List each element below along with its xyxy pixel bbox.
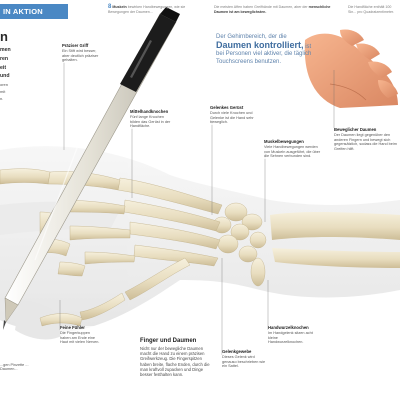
- stat-text: Die Handfläche enthält 100 Sin...: [348, 5, 392, 14]
- callout-body: Viele Handbewegungen werden von Muskeln …: [264, 145, 321, 159]
- intro-small-line: mit: [0, 89, 6, 95]
- callout-metacarpals: Mittelhandknochen Fünf lange Knochen bil…: [130, 109, 172, 129]
- callout-body: Durch viele Knochen und Gelenke ist die …: [210, 111, 254, 125]
- intro-line: ren: [0, 55, 9, 62]
- intro-line: und: [0, 73, 10, 80]
- quote-prefix: Der Gehirnbereich, der die: [216, 34, 287, 40]
- callout-body: ...gen Pinzette ... Daumen...: [0, 362, 29, 372]
- callout-title: Mittelhandknochen: [130, 109, 169, 114]
- callout-carpal-bones: Handwurzelknochen Im Handgelenk sitzen a…: [268, 325, 314, 345]
- callout-joint-tissue: Gelenkgewebe Dieses Gelenk wird genauso …: [222, 349, 266, 369]
- stat-tail: pro Quadratzentimeter.: [357, 9, 394, 14]
- callout-title: Muskelbewegungen: [264, 139, 304, 144]
- feature-title: Finger und Daumen: [140, 338, 197, 344]
- pen-illustration: [3, 7, 180, 330]
- stat-muscles: 8Muskeln bewirken Handbewegungen, wie si…: [108, 4, 192, 14]
- page-header: IN AKTION 8Muskeln bewirken Handbewegung…: [0, 0, 400, 22]
- callout-body: Dieses Gelenk wird genauso beschrieben w…: [222, 355, 266, 369]
- feature-body: Nicht nur der bewegliche Daumen macht di…: [140, 346, 210, 378]
- feature-fingers-thumb: Finger und Daumen Nicht nur der beweglic…: [140, 338, 212, 377]
- metacarpal-bones: [117, 177, 223, 267]
- stat-number: 8: [108, 4, 112, 10]
- callout-muscle-movements: Muskelbewegungen Viele Handbewegungen we…: [264, 139, 322, 159]
- stat-lead: Muskeln: [112, 5, 127, 9]
- callout-bottom-left: ...gen Pinzette ... Daumen...: [0, 362, 34, 372]
- callout-title: Gelenkes Gerüst: [210, 105, 244, 110]
- pull-quote: Der Gehirnbereich, der die Daumen kontro…: [216, 34, 312, 66]
- intro-text: n men ren eit und oren mit n.: [0, 30, 46, 102]
- quote-highlight: Daumen kontrolliert,: [216, 39, 304, 50]
- callout-title: Feine Fühler: [60, 325, 85, 330]
- stat-bold: menschliche Daumen ist am beweglichsten.: [214, 5, 331, 14]
- leader-lines: [59, 62, 335, 355]
- stat-text: bewirken Handbewegungen, wie sie Bewegun…: [108, 5, 186, 14]
- intro-line: eit: [0, 64, 7, 71]
- forearm-bones: [270, 211, 400, 268]
- callout-title: Gelenkgewebe: [222, 349, 252, 354]
- callout-body: Fünf lange Knochen bilden das Gerüst in …: [130, 115, 171, 129]
- callout-title: Handwurzelknochen: [268, 325, 309, 330]
- intro-small-line: n.: [0, 96, 4, 102]
- quote-suffix: ist bei Personen viel aktiver, die tägli…: [216, 43, 312, 65]
- stat-thumbs: Die meisten Affen haben Greifhände mit D…: [214, 5, 334, 14]
- callout-body: Im Handgelenk sitzen acht kleine Handwur…: [268, 331, 313, 345]
- callout-body: Die Fingerkuppen haben am Ende eine Haut…: [60, 331, 100, 345]
- section-tag: IN AKTION: [0, 4, 68, 19]
- stat-text: Die meisten Affen haben Greifhände mit D…: [214, 5, 308, 9]
- stat-palm: Die Handfläche enthält 100 Sin... pro Qu…: [348, 5, 400, 14]
- callout-flexible-frame: Gelenkes Gerüst Durch viele Knochen und …: [210, 105, 254, 125]
- hand-gesture-photo: [304, 29, 398, 109]
- intro-title: n: [0, 29, 8, 44]
- callout-fingertips: Feine Fühler Die Fingerkuppen haben am E…: [60, 325, 100, 345]
- carpal-bones: [212, 202, 267, 287]
- callout-title: Beweglicher Daumen: [334, 127, 377, 132]
- intro-line: men: [0, 47, 11, 53]
- intro-small-line: oren: [0, 82, 9, 88]
- callout-title: Präziser Griff: [62, 43, 89, 48]
- callout-body: Ein Stift wird besser, aber deutlich prä…: [62, 49, 99, 63]
- callout-flexible-thumb: Beweglicher Daumen Der Daumen liegt gege…: [334, 127, 400, 152]
- callout-precise-grip: Präziser Griff Ein Stift wird besser, ab…: [62, 43, 102, 63]
- callout-body: Der Daumen liegt gegenüber den anderen F…: [334, 133, 397, 151]
